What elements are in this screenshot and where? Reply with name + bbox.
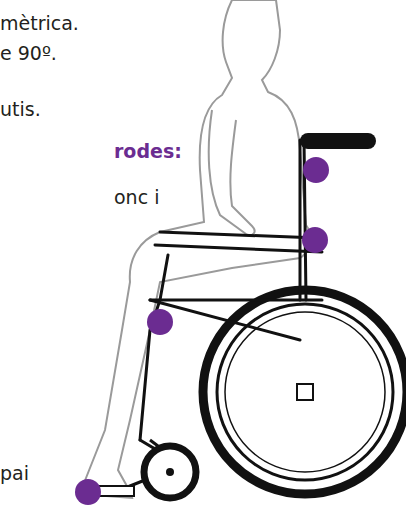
caster-wheel [144,440,196,498]
text-fragment: mètrica. [0,12,79,34]
text-fragment: onc i [114,186,159,208]
section-heading: rodes: [114,140,182,162]
push-handle [300,133,376,149]
text-fragment: pai [0,462,29,484]
text-fragment: e 90º. [0,42,57,64]
rear-wheel [203,290,406,494]
pressure-points [75,157,329,505]
text-fragment: utis. [0,98,41,120]
